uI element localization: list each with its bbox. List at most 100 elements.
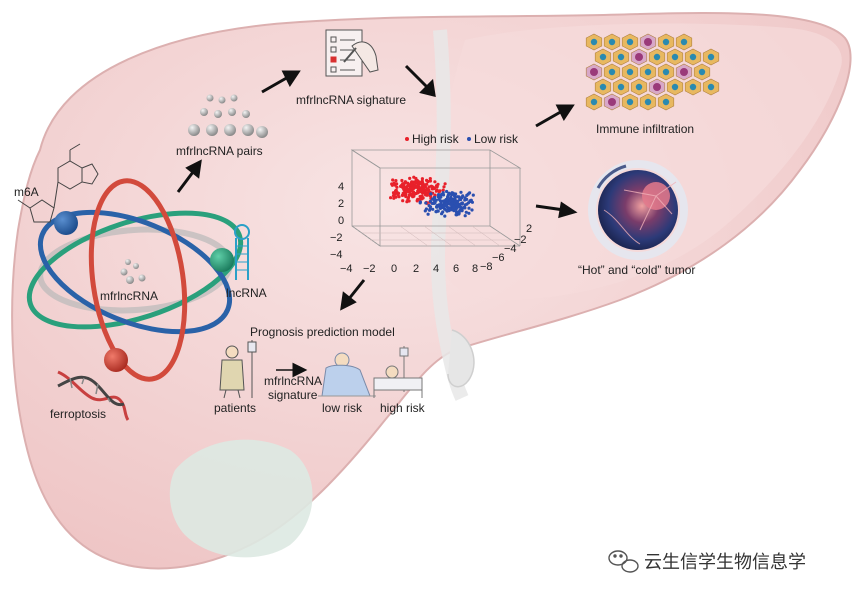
low-risk-point — [467, 206, 471, 210]
dna-helix-icon — [57, 370, 130, 421]
wechat-logo-icon — [608, 550, 639, 573]
low-risk-point — [454, 192, 458, 196]
low-risk-point — [443, 203, 447, 207]
z-tick-3: −2 — [330, 232, 343, 244]
high-risk-point — [415, 178, 419, 182]
y-tick-4: −8 — [480, 261, 493, 273]
low-risk-point — [454, 199, 458, 203]
liver-vessel — [447, 329, 475, 388]
cell-nucleus — [662, 68, 670, 76]
low-risk-point — [470, 208, 474, 212]
low-risk-point — [463, 196, 467, 200]
high-risk-point — [418, 194, 422, 199]
signature-top-label: mfrlncRNA sighature — [296, 93, 406, 107]
high-risk-point — [391, 194, 396, 198]
high-risk-point — [394, 179, 398, 183]
cell-nucleus — [680, 38, 688, 46]
low-risk-point — [441, 193, 446, 197]
high-risk-point — [389, 196, 393, 200]
high-risk-point — [442, 185, 446, 189]
high-risk-point — [409, 192, 413, 196]
high-risk-point — [408, 176, 412, 180]
low-risk-point — [469, 198, 473, 202]
x-tick-6: 8 — [472, 263, 478, 275]
cell-nucleus — [653, 53, 661, 61]
high-risk-point — [425, 178, 429, 182]
flow-arrows — [176, 64, 578, 378]
cell-nucleus — [626, 98, 634, 106]
pairs-label: mfrlncRNA pairs — [176, 144, 263, 158]
low-risk-label: low risk — [322, 401, 363, 415]
low-risk-point — [457, 195, 461, 199]
signature-checklist-icon — [325, 29, 379, 77]
low-risk-point — [441, 210, 445, 214]
cell-nucleus — [635, 83, 643, 91]
pairs-icon — [188, 94, 268, 138]
low-risk-point — [424, 207, 428, 211]
cell-nucleus — [644, 98, 652, 106]
cell-nucleus — [599, 53, 607, 61]
high-risk-point — [415, 199, 419, 203]
low-risk-point — [427, 204, 431, 208]
watermark-text: 云生信学生物信息学 — [644, 552, 806, 573]
high-risk-point — [443, 182, 447, 186]
low-risk-point — [435, 205, 439, 209]
x-tick-5: 6 — [453, 263, 459, 275]
hot-cold-label: “Hot” and “cold” tumor — [578, 263, 695, 277]
m6a-label: m6A — [14, 185, 39, 199]
legend-low-dot — [467, 137, 471, 141]
high-risk-point — [411, 186, 415, 190]
lncrna-label: lncRNA — [226, 286, 267, 300]
lncrna-hairpin-icon — [234, 224, 250, 280]
low-risk-point — [449, 195, 453, 199]
low-risk-point — [460, 196, 464, 200]
high-risk-point — [437, 190, 441, 194]
x-tick-1: −2 — [363, 263, 376, 275]
immune-cells-icon — [585, 33, 720, 111]
cell-nucleus — [608, 98, 616, 106]
high-risk-point — [422, 191, 426, 195]
low-risk-point — [453, 196, 457, 201]
cell-nucleus — [689, 53, 697, 61]
x-tick-4: 4 — [433, 263, 439, 275]
cell-nucleus — [608, 68, 616, 76]
low-risk-point — [431, 207, 435, 211]
gallbladder — [169, 439, 313, 558]
high-risk-point — [441, 188, 445, 192]
high-risk-point — [401, 199, 405, 203]
low-risk-point — [446, 195, 450, 199]
cell-nucleus — [662, 98, 670, 106]
legend-high-risk: High risk — [412, 132, 460, 146]
scatter-points — [389, 175, 475, 218]
high-risk-label: high risk — [380, 401, 426, 415]
low-risk-point — [471, 193, 475, 197]
cell-nucleus — [689, 83, 697, 91]
y-tick-1: −2 — [514, 234, 527, 246]
low-risk-point — [457, 212, 461, 216]
low-risk-point — [462, 205, 467, 209]
high-risk-point — [433, 193, 437, 197]
x-tick-2: 0 — [391, 263, 397, 275]
m6a-molecule-icon — [17, 143, 99, 223]
low-risk-point — [448, 192, 452, 196]
high-risk-point — [417, 180, 421, 184]
high-risk-patient-icon — [373, 346, 423, 398]
low-risk-point — [439, 195, 443, 199]
immune-label: Immune infiltration — [596, 122, 694, 136]
low-risk-point — [460, 201, 464, 205]
high-risk-point — [394, 195, 398, 199]
high-risk-point — [425, 182, 429, 186]
z-tick-4: −4 — [330, 249, 343, 261]
high-risk-point — [404, 192, 408, 196]
orbit-diagram — [26, 178, 244, 382]
y-tick-3: −6 — [492, 252, 505, 264]
low-risk-point — [464, 210, 468, 214]
signature-line2: signature — [268, 388, 318, 402]
low-risk-point — [458, 204, 462, 208]
low-risk-point — [459, 190, 463, 194]
low-risk-point — [427, 208, 432, 212]
high-risk-point — [414, 191, 418, 196]
high-risk-point — [390, 183, 394, 187]
y-tick-2: −4 — [504, 243, 517, 255]
